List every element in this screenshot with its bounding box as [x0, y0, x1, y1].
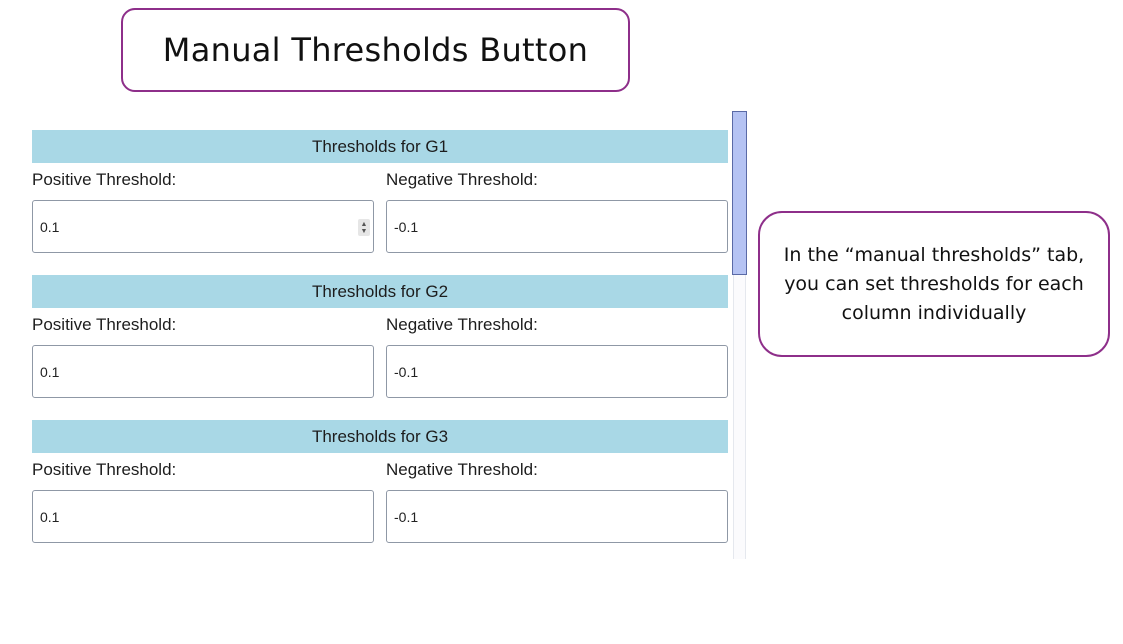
stepper-down-icon[interactable]: ▼: [360, 227, 368, 235]
threshold-row: Positive Threshold: 0.1 ▲ ▼ Negative Thr…: [32, 170, 728, 253]
threshold-group-g3: Thresholds for G3 Positive Threshold: 0.…: [32, 420, 728, 543]
positive-threshold-label: Positive Threshold:: [32, 170, 177, 189]
thresholds-panel: Thresholds for G1 Positive Threshold: 0.…: [32, 130, 728, 565]
negative-threshold-field: Negative Threshold: -0.1: [386, 170, 728, 253]
negative-threshold-field: Negative Threshold: -0.1: [386, 460, 728, 543]
panel-scrollbar-thumb[interactable]: [732, 111, 747, 275]
input-value: 0.1: [40, 508, 60, 525]
negative-threshold-label: Negative Threshold:: [386, 170, 538, 189]
threshold-row: Positive Threshold: 0.1 Negative Thresho…: [32, 315, 728, 398]
threshold-group-g2: Thresholds for G2 Positive Threshold: 0.…: [32, 275, 728, 398]
negative-threshold-input[interactable]: -0.1: [386, 200, 728, 253]
input-value: -0.1: [394, 218, 419, 235]
negative-threshold-input[interactable]: -0.1: [386, 345, 728, 398]
positive-threshold-label: Positive Threshold:: [32, 460, 177, 479]
negative-threshold-input[interactable]: -0.1: [386, 490, 728, 543]
explanation-callout: In the “manual thresholds” tab, you can …: [758, 211, 1110, 357]
group-header: Thresholds for G1: [32, 130, 728, 163]
positive-threshold-input[interactable]: 0.1: [32, 490, 374, 543]
number-stepper[interactable]: ▲ ▼: [358, 219, 370, 236]
threshold-row: Positive Threshold: 0.1 Negative Thresho…: [32, 460, 728, 543]
group-header: Thresholds for G3: [32, 420, 728, 453]
positive-threshold-field: Positive Threshold: 0.1: [32, 315, 374, 398]
input-value: -0.1: [394, 363, 419, 380]
positive-threshold-field: Positive Threshold: 0.1: [32, 460, 374, 543]
title-callout: Manual Thresholds Button: [121, 8, 630, 92]
negative-threshold-field: Negative Threshold: -0.1: [386, 315, 728, 398]
positive-threshold-input[interactable]: 0.1 ▲ ▼: [32, 200, 374, 253]
title-text: Manual Thresholds Button: [162, 31, 589, 69]
positive-threshold-field: Positive Threshold: 0.1 ▲ ▼: [32, 170, 374, 253]
input-value: -0.1: [394, 508, 419, 525]
stepper-up-icon[interactable]: ▲: [360, 220, 368, 228]
threshold-group-g1: Thresholds for G1 Positive Threshold: 0.…: [32, 130, 728, 253]
group-header: Thresholds for G2: [32, 275, 728, 308]
positive-threshold-input[interactable]: 0.1: [32, 345, 374, 398]
positive-threshold-label: Positive Threshold:: [32, 315, 177, 334]
input-value: 0.1: [40, 218, 60, 235]
negative-threshold-label: Negative Threshold:: [386, 315, 538, 334]
negative-threshold-label: Negative Threshold:: [386, 460, 538, 479]
explanation-text: In the “manual thresholds” tab, you can …: [783, 243, 1085, 324]
input-value: 0.1: [40, 363, 60, 380]
